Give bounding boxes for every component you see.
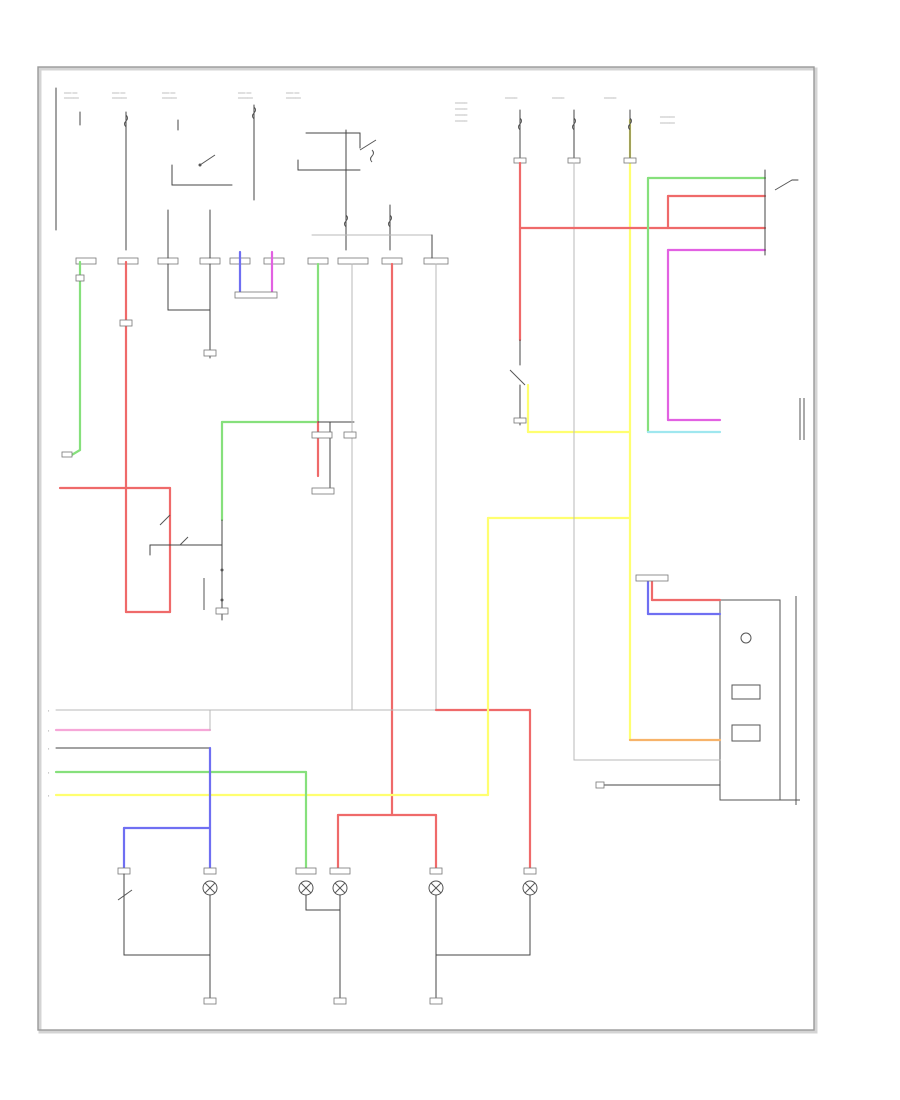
svg-text:══════: ══════ [285, 96, 301, 100]
svg-text:═══ ══: ═══ ══ [161, 91, 176, 95]
svg-text:═════: ═════ [504, 96, 518, 100]
ground-3 [429, 997, 443, 1005]
ground-1 [203, 997, 217, 1005]
svg-text:═════: ═════ [454, 113, 468, 117]
svg-text:══════: ══════ [63, 96, 79, 100]
svg-text:══════: ══════ [161, 96, 177, 100]
svg-text:═════: ═════ [454, 119, 468, 123]
left-wires [58, 260, 172, 614]
svg-text:▪: ▪ [48, 709, 49, 713]
ground-2 [333, 997, 347, 1005]
svg-text:▪: ▪ [48, 729, 49, 733]
switch-top-left [171, 154, 233, 186]
yellow-feed [486, 118, 632, 797]
fuse-symbol-2 [252, 106, 256, 120]
bottom-bus: ▪ ▪ ▪ ▪ ▪ [48, 708, 532, 872]
svg-text:═══ ══: ═══ ══ [111, 91, 126, 95]
svg-text:══════: ══════ [111, 96, 127, 100]
fuse-symbol-3 [344, 214, 348, 228]
top-right-section: ══════════ ══════════ ═════ ═════ ═════ … [454, 96, 805, 761]
center-distribution [220, 262, 437, 817]
meter-box [719, 599, 781, 801]
svg-text:═════: ═════ [454, 107, 468, 111]
svg-text:▪: ▪ [48, 747, 49, 751]
svg-text:═══ ══: ═══ ══ [63, 91, 78, 95]
svg-text:▪: ▪ [48, 771, 49, 775]
left-switch-assembly [149, 514, 229, 621]
diagram-frame [37, 66, 815, 1031]
svg-text:═════: ═════ [603, 96, 617, 100]
svg-text:═════: ═════ [454, 101, 468, 105]
svg-text:═════: ═════ [551, 96, 565, 100]
lamp-1 [117, 867, 133, 956]
svg-text:══════: ══════ [237, 96, 253, 100]
diagram-frame-shadow [38, 67, 818, 1034]
svg-text:▪: ▪ [48, 794, 49, 798]
relay-top-center [297, 132, 377, 171]
lamp-5 [428, 867, 444, 1001]
fuse-symbol-1 [124, 114, 128, 128]
lamp-2 [202, 867, 218, 1001]
misc-connectors [61, 417, 527, 458]
svg-text:══════: ══════ [659, 115, 675, 119]
lamp-row [117, 867, 538, 1005]
top-left-power-section: ═══ ════════ ═══ ════════ ═══ ════════ ═… [55, 87, 449, 359]
svg-text:══════: ══════ [659, 121, 675, 125]
lamp-6 [522, 867, 538, 956]
svg-text:═══ ══: ═══ ══ [237, 91, 252, 95]
svg-text:═══ ══: ═══ ══ [285, 91, 300, 95]
combination-meter-module [573, 574, 800, 805]
lamp-3 [295, 867, 317, 896]
fuse-symbol-4 [388, 214, 392, 228]
lamp-4 [329, 867, 351, 896]
